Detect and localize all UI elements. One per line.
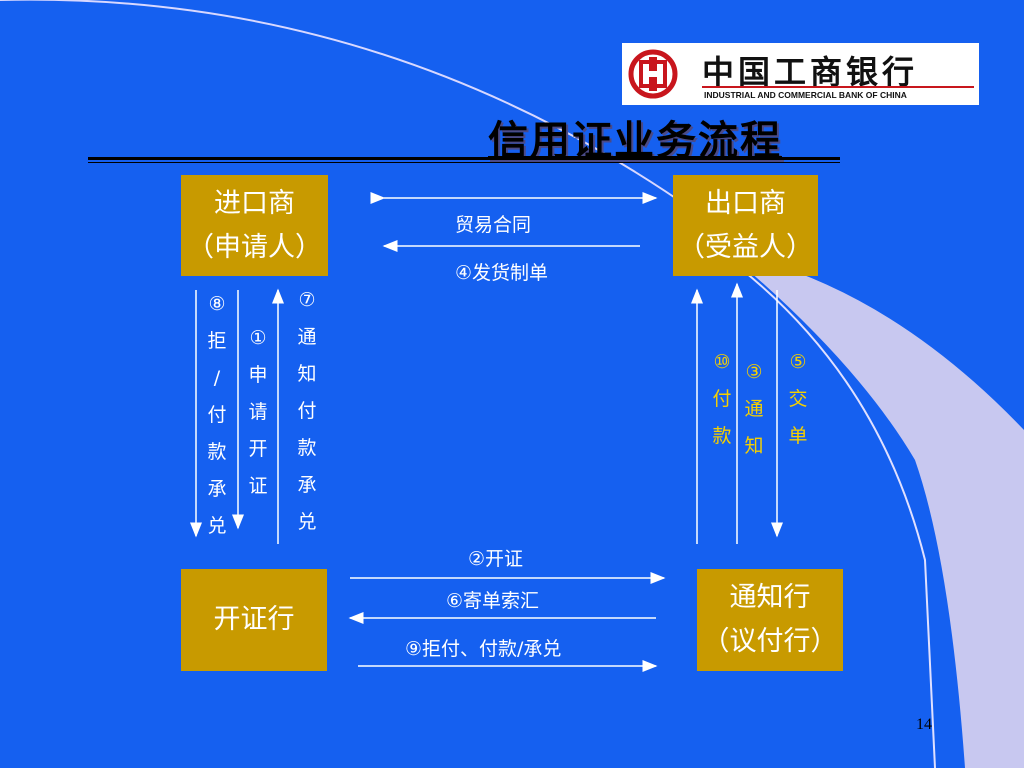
icbc-seal-icon [628, 49, 678, 99]
ship-docs-label: ④发货制单 [455, 262, 549, 284]
page-title: 信用证业务流程 [488, 117, 782, 164]
issuing-bank-box: 开证行 [181, 569, 327, 671]
advising-bank-label: 通知行 [729, 582, 811, 613]
advising-bank-box: 通知行 （议付行） [697, 569, 843, 671]
exporter-label: 出口商 [705, 187, 786, 219]
exporter-role: （受益人） [678, 231, 813, 263]
exporter-box: 出口商 （受益人） [673, 175, 818, 276]
logo-name-cn: 中国工商银行 [702, 53, 919, 91]
importer-box: 进口商 （申请人） [181, 175, 328, 276]
issuing-bank-label: 开证行 [213, 604, 295, 635]
logo-name-en: INDUSTRIAL AND COMMERCIAL BANK OF CHINA [704, 90, 907, 100]
page-number: 14 [916, 716, 932, 733]
send-docs-label: ⑥寄单索汇 [446, 590, 540, 612]
icbc-logo: 中国工商银行 INDUSTRIAL AND COMMERCIAL BANK OF… [622, 43, 979, 105]
trade-contract-label: 贸易合同 [455, 214, 532, 236]
issue-lc-label: ②开证 [468, 548, 524, 570]
title-rule [88, 157, 840, 160]
importer-role: （申请人） [187, 231, 322, 263]
refuse-pay-label: ⑨拒付、付款/承兑 [405, 638, 562, 660]
advising-bank-role: （议付行） [702, 626, 838, 657]
importer-label: 进口商 [214, 187, 295, 219]
title-rule-thin [88, 162, 840, 163]
logo-rule [702, 86, 974, 88]
